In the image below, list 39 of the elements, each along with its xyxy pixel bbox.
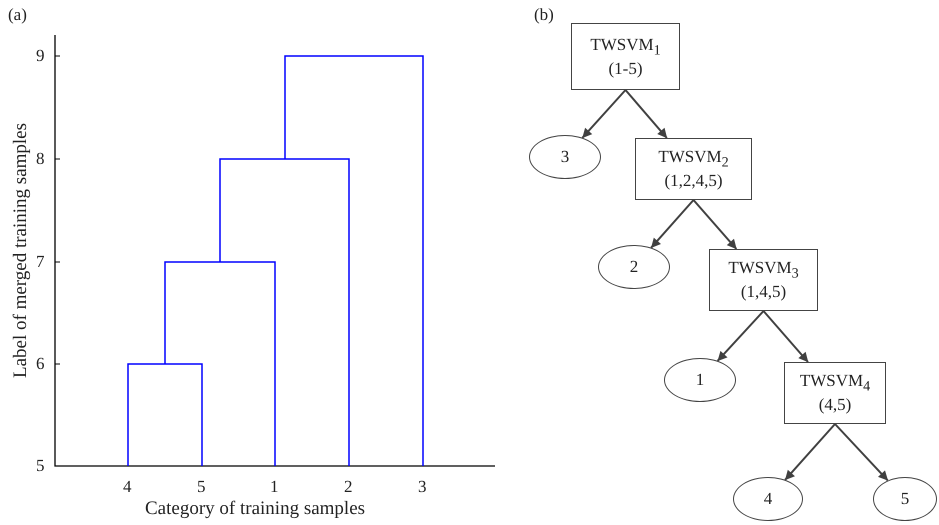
tick-label: 7 xyxy=(36,253,44,270)
classifier-box xyxy=(784,362,886,424)
classifier-box xyxy=(709,249,818,311)
arrow xyxy=(582,89,626,138)
arrow xyxy=(650,199,694,248)
axis-title: Label of merged training samples xyxy=(10,122,30,378)
tick-label: 4 xyxy=(123,478,132,495)
panel-label: (a) xyxy=(8,6,27,23)
tick-label: 8 xyxy=(36,150,44,167)
class-set: (1,2,4,5) xyxy=(664,171,723,191)
tick-label: 1 xyxy=(270,478,278,495)
tick-label: 9 xyxy=(36,47,44,64)
tick-label: 2 xyxy=(344,478,352,495)
leaf-ellipse: 2 xyxy=(598,245,670,289)
tick-label: 3 xyxy=(418,478,426,495)
arrow xyxy=(624,89,668,139)
tick-label: 5 xyxy=(197,478,206,495)
arrow xyxy=(784,423,836,480)
classifier-name: TWSVM$_{4}$ xyxy=(800,371,870,396)
arrow xyxy=(762,310,809,363)
classifier-box xyxy=(635,138,752,200)
class-set: (1-5) xyxy=(608,58,642,78)
leaf-ellipse: 1 xyxy=(664,358,736,402)
classifier-name: TWSVM$_{3}$ xyxy=(728,258,799,282)
classifier-name: TWSVM$_{1}$ xyxy=(590,34,661,59)
tick-label: 5 xyxy=(36,457,44,474)
leaf-ellipse: 5 xyxy=(873,477,937,521)
arrow xyxy=(692,199,738,250)
classifier-box xyxy=(571,23,680,90)
classifier-name: TWSVM$_{2}$ xyxy=(658,147,729,172)
leaf-ellipse: 3 xyxy=(529,135,601,179)
tick-label: 6 xyxy=(36,355,44,372)
class-set: (4,5) xyxy=(818,395,852,415)
arrow xyxy=(716,310,764,362)
leaf-ellipse: 4 xyxy=(733,477,803,521)
arrow xyxy=(834,423,888,482)
panel-label: (b) xyxy=(534,6,554,23)
axis-title: Category of training samples xyxy=(145,499,366,518)
class-set: (1,4,5) xyxy=(740,282,786,302)
